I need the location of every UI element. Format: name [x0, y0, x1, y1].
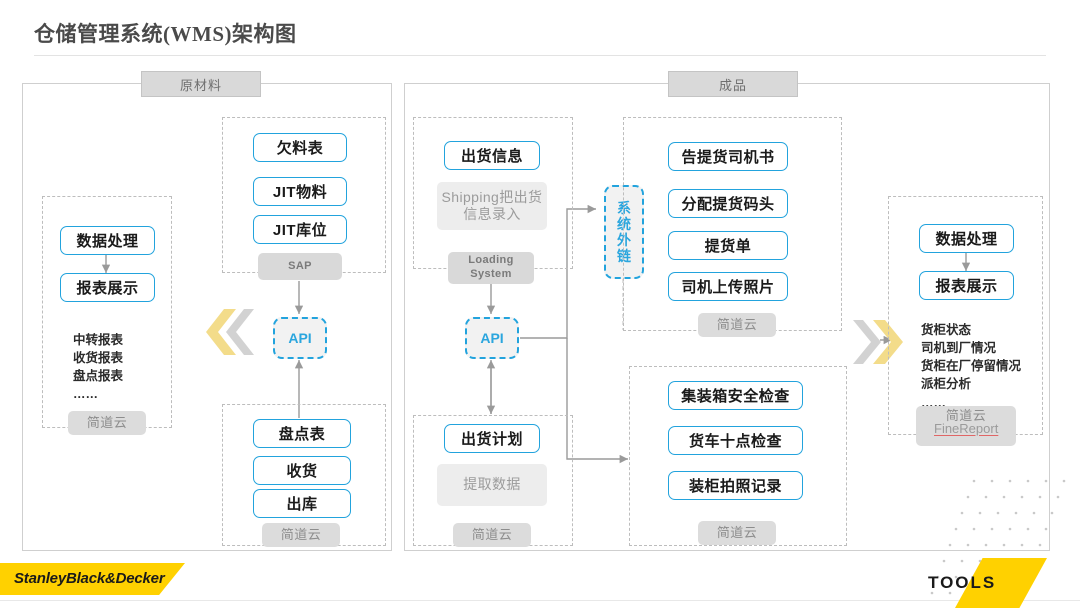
box-driver-upload-photo[interactable]: 司机上传照片 [668, 272, 788, 301]
box-receiving[interactable]: 收货 [253, 456, 351, 485]
box-right-report-display[interactable]: 报表展示 [919, 271, 1014, 300]
page-title: 仓储管理系统(WMS)架构图 [34, 22, 297, 46]
box-loading-photo-record[interactable]: 装柜拍照记录 [668, 471, 803, 500]
jdy-left-cloud-label: 简道云 [262, 523, 340, 547]
plan-cloud-label: 简道云 [453, 523, 531, 547]
box-shipping-info[interactable]: 出货信息 [444, 141, 540, 170]
box-right-data-processing[interactable]: 数据处理 [919, 224, 1014, 253]
loading-note: Shipping把出货 信息录入 [437, 182, 547, 230]
panel-cap-finished-goods: 成品 [668, 71, 798, 97]
external-link-char-2: 统 [617, 215, 631, 232]
title-divider [34, 55, 1046, 56]
external-link-char-1: 系 [617, 199, 631, 216]
box-jit-location[interactable]: JIT库位 [253, 215, 347, 244]
left-cloud-label: 简道云 [68, 411, 146, 435]
box-assign-dock[interactable]: 分配提货码头 [668, 189, 788, 218]
brand-right-label: TOOLS [928, 573, 997, 592]
box-shortage-list[interactable]: 欠料表 [253, 133, 347, 162]
box-jit-material[interactable]: JIT物料 [253, 177, 347, 206]
box-container-safety-check[interactable]: 集装箱安全检查 [668, 381, 803, 410]
box-shipping-plan[interactable]: 出货计划 [444, 424, 540, 453]
external-link-char-3: 外 [617, 232, 631, 248]
right-report-list: 货柜状态 司机到厂情况 货柜在厂停留情况 派柜分析 …… [921, 323, 1022, 410]
left-report-list: 中转报表 收货报表 盘点报表 …… [73, 333, 124, 402]
panel-cap-raw-material: 原材料 [141, 71, 261, 97]
right-cloud-label: 简道云 [916, 406, 1016, 446]
brand-left-label: StanleyBlack&Decker [14, 570, 165, 587]
api-box-left[interactable]: API [273, 317, 327, 359]
external-link-char-4: 链 [617, 248, 631, 265]
driver-cloud-label: 简道云 [698, 313, 776, 337]
sap-system-label: SAP [258, 253, 342, 280]
api-box-middle[interactable]: API [465, 317, 519, 359]
chevron-left-pair [198, 306, 254, 363]
box-outbound[interactable]: 出库 [253, 489, 351, 518]
group-inspection [629, 366, 847, 546]
extract-data-note: 提取数据 [437, 464, 547, 506]
box-left-data-processing[interactable]: 数据处理 [60, 226, 155, 255]
box-pickup-order[interactable]: 提货单 [668, 231, 788, 260]
finereport-label[interactable]: FineReport [934, 421, 999, 436]
footer-divider [0, 600, 1080, 601]
box-truck-ten-point-check[interactable]: 货车十点检查 [668, 426, 803, 455]
box-stocktake-sheet[interactable]: 盘点表 [253, 419, 351, 448]
box-left-report-display[interactable]: 报表展示 [60, 273, 155, 302]
loading-system-label: Loading System [448, 252, 534, 284]
box-driver-notice[interactable]: 告提货司机书 [668, 142, 788, 171]
brand-left-shape [0, 563, 185, 595]
external-link-box[interactable]: 系 统 外 链 [604, 185, 644, 279]
inspection-cloud-label: 简道云 [698, 521, 776, 545]
